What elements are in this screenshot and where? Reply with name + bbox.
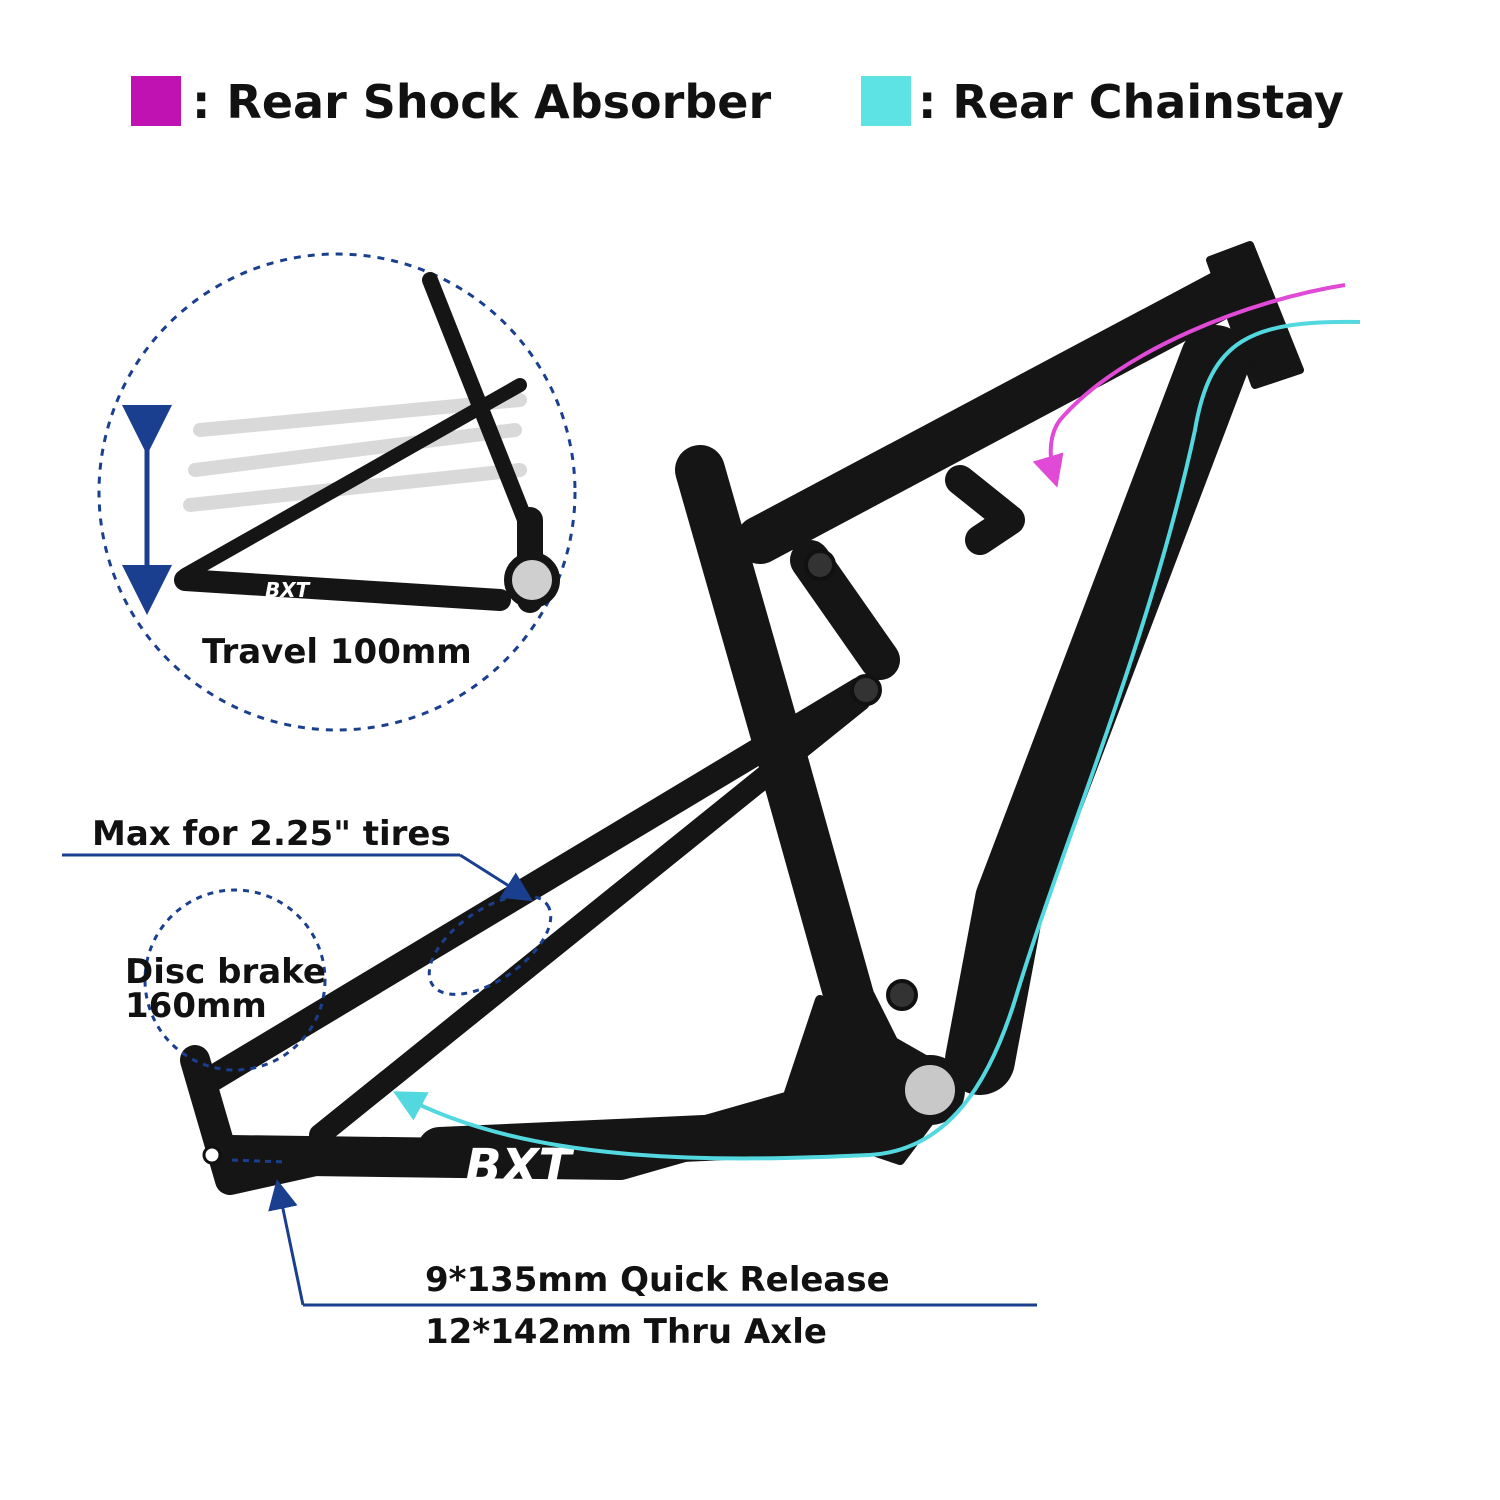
legend-swatch-rear-shock <box>131 76 181 126</box>
top-tube <box>736 266 1254 564</box>
disc-brake-label-line1: Disc brake <box>125 952 326 992</box>
rear-axle <box>202 1145 222 1165</box>
disc-brake-circle <box>143 888 327 1072</box>
axle-leader-vertical <box>268 1179 305 1306</box>
bottom-bracket <box>895 1055 965 1125</box>
legend-swatch-rear-chainstay <box>861 76 911 126</box>
down-tube <box>945 325 1250 1095</box>
travel-inset: BXT <box>97 252 577 732</box>
seat-stay <box>197 677 873 1093</box>
axle-indicator <box>231 1158 286 1164</box>
shock-pivot-lower <box>850 674 882 706</box>
legend-label-rear-chainstay: : Rear Chainstay <box>918 75 1344 129</box>
disc-brake-label-line2: 160mm <box>125 986 267 1026</box>
rear-chainstay-routing-arrow <box>392 319 1361 1161</box>
axle-label-thru-axle: 12*142mm Thru Axle <box>425 1312 827 1352</box>
travel-ghost-stays <box>183 393 527 512</box>
travel-inset-circle <box>97 252 577 732</box>
shock-pivot-upper <box>804 549 836 581</box>
main-pivot <box>886 979 918 1011</box>
main-frame <box>180 241 1304 1195</box>
axle-label-quick-release: 9*135mm Quick Release <box>425 1260 890 1300</box>
legend-label-rear-shock: : Rear Shock Absorber <box>192 75 772 129</box>
travel-inset-logo: BXT <box>265 578 311 602</box>
tire-clearance-label: Max for 2.25" tires <box>92 814 451 854</box>
rear-shock-routing-arrow <box>1032 283 1346 488</box>
travel-inset-bottom-bracket <box>504 552 560 608</box>
rear-dropout <box>180 1045 335 1195</box>
travel-label: Travel 100mm <box>202 632 472 672</box>
frame-logo: BXT <box>465 1139 575 1195</box>
tire-clearance-marker <box>427 894 553 996</box>
seat-stay-inner <box>309 689 871 1146</box>
